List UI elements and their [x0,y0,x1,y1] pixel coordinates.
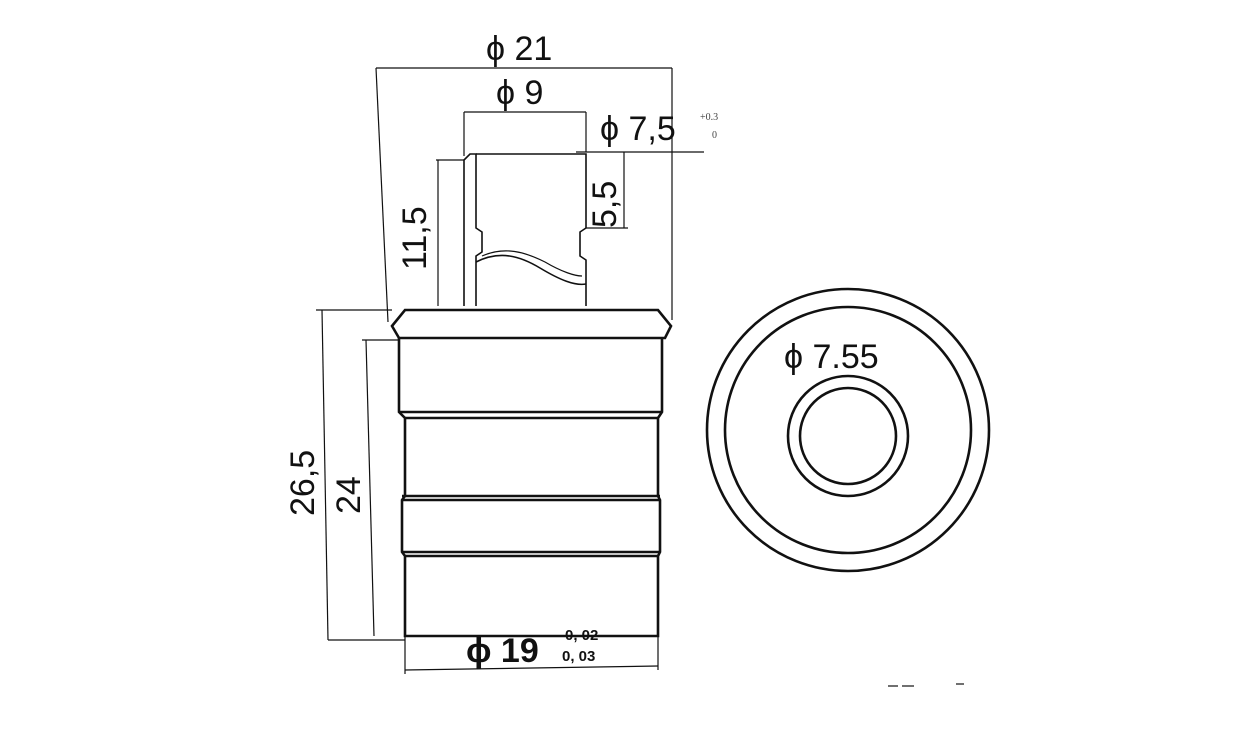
dim-24: 24 [330,476,368,514]
dim-phi-7-5-tol-upper: +0.3 [700,112,718,123]
flange-rim [390,308,673,340]
body-outline [397,338,664,638]
dim-26-5: 26,5 [284,450,322,516]
inner-circle-inner [798,386,898,486]
dim-phi-7-55: ϕ 7.55 [784,338,879,376]
stem-right-edge [576,153,587,306]
dim-11-5: 11,5 [396,206,434,270]
break-line-2 [481,250,583,277]
side-view [390,153,673,638]
end-view [705,287,991,573]
dim-phi-19-tol-lower: 0, 03 [562,648,595,665]
dim-phi-7-5: ϕ 7,5 [600,110,676,148]
dim-phi-19-tol-upper: -0, 02 [560,627,598,644]
stem-left-edge [463,153,483,306]
dim-phi-19: ϕ 19 [466,632,539,670]
dim-phi-21: ϕ 21 [486,30,552,68]
outer-circle [705,287,991,573]
dim-phi-9: ϕ 9 [496,74,543,112]
inner-circle-outer [786,374,910,498]
dim-phi-7-5-tol-lower: 0 [712,130,717,141]
second-circle [723,305,973,555]
dim-5-5: 5,5 [586,181,624,228]
dimension-lines [316,67,704,674]
break-line [475,254,587,286]
